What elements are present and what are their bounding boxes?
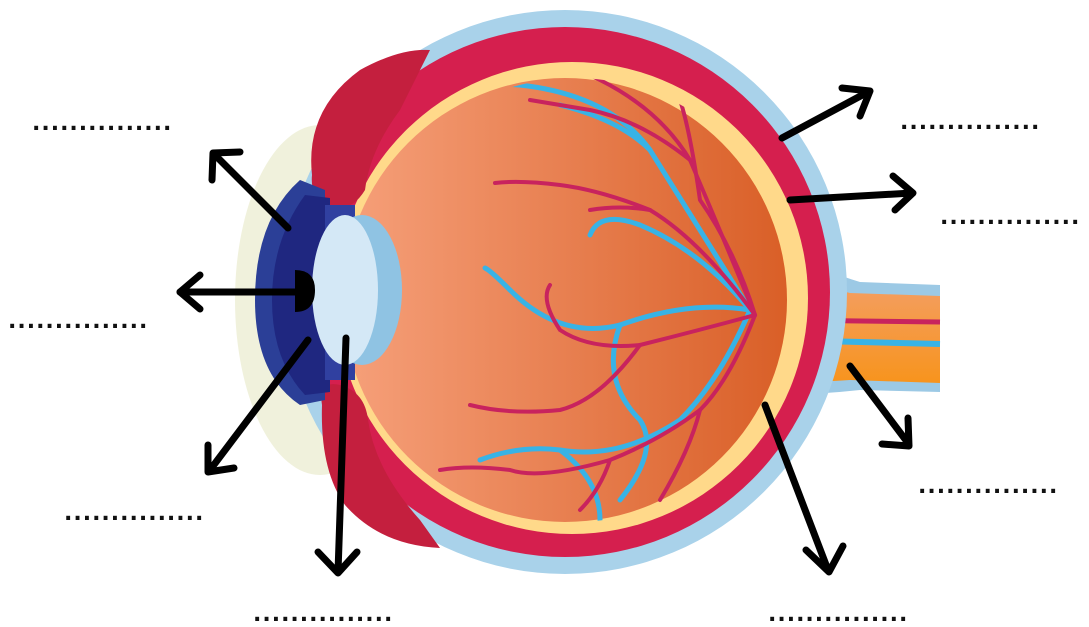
label-mid-left[interactable]: ...............: [8, 311, 148, 333]
label-bottom-center[interactable]: ...............: [253, 604, 393, 626]
label-bottom-right[interactable]: ...............: [768, 604, 908, 626]
arrow-top-right: [782, 88, 870, 138]
label-top-left[interactable]: ...............: [32, 113, 172, 135]
label-top-right[interactable]: ...............: [900, 112, 1040, 134]
label-bottom-left[interactable]: ...............: [64, 503, 204, 525]
label-lower-right[interactable]: ...............: [918, 476, 1058, 498]
label-upper-right[interactable]: ...............: [940, 207, 1080, 229]
